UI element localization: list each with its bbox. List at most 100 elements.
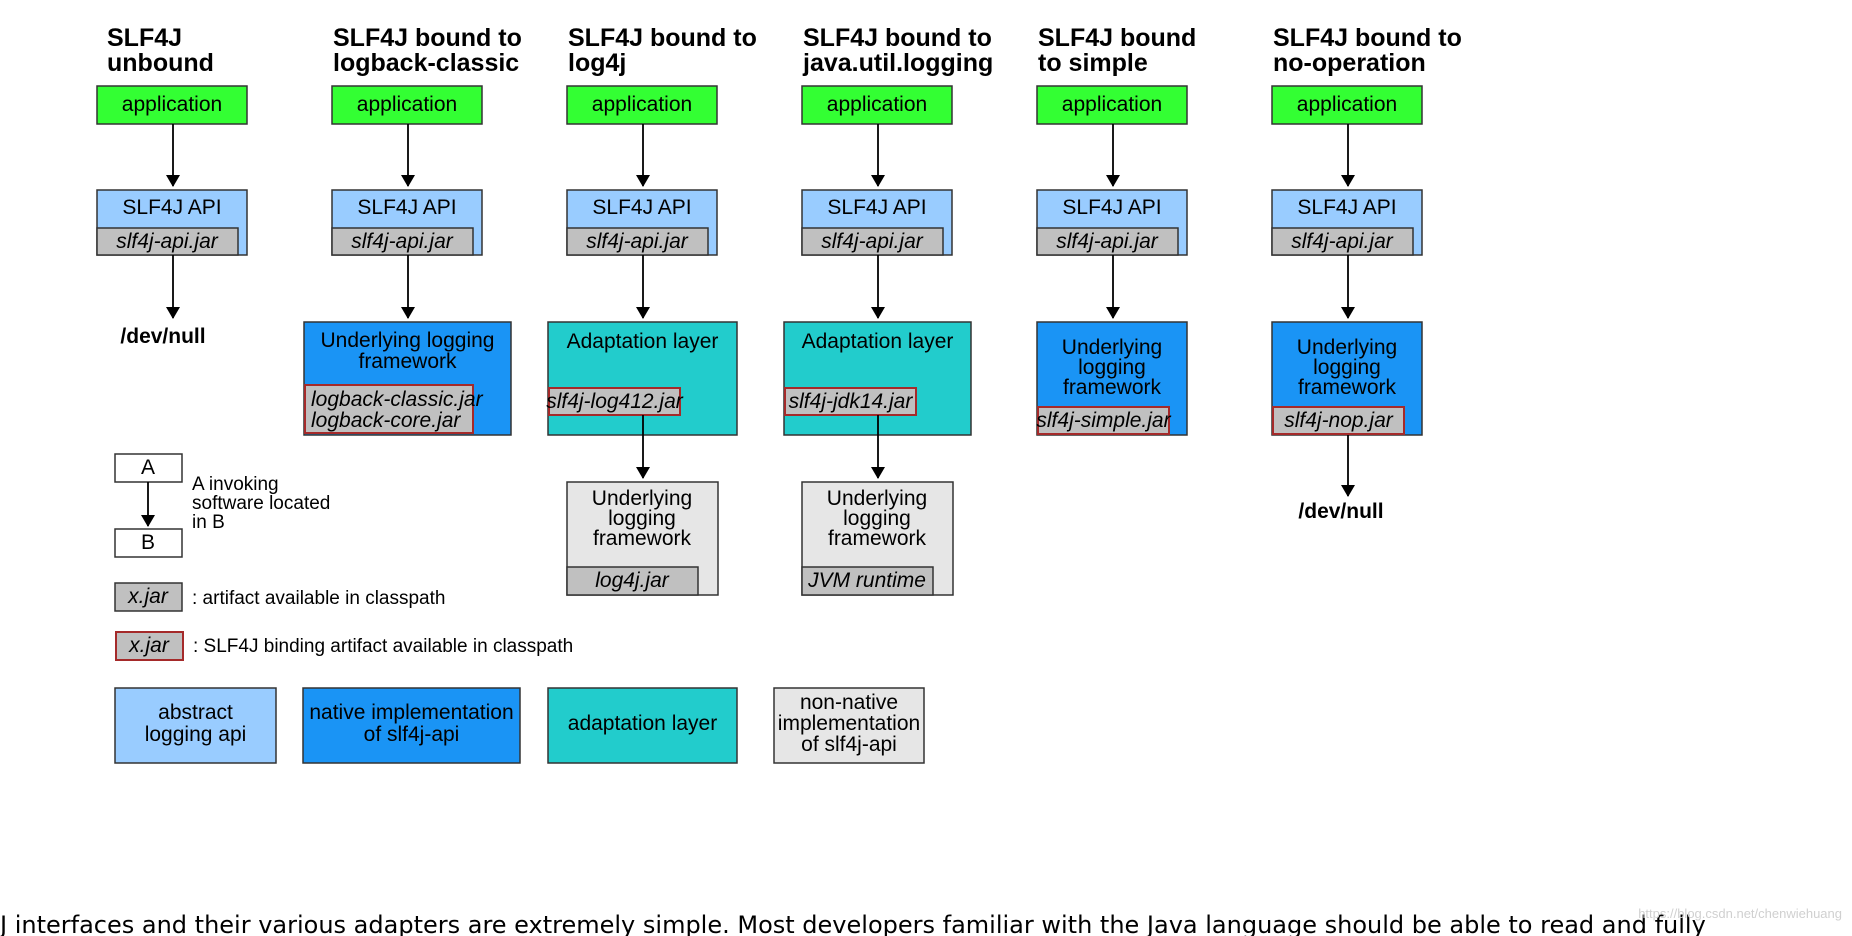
column-title-line: SLF4J	[107, 24, 182, 52]
binding-jar-label: slf4j-nop.jar	[1284, 409, 1394, 432]
binding-jar-label: logback-core.jar	[311, 409, 461, 432]
column-title-line: unbound	[107, 49, 214, 77]
application-label: application	[1062, 93, 1162, 116]
legend-swatch-label: abstract	[158, 701, 233, 724]
layer-label-line: framework	[1298, 376, 1397, 399]
legend-binding-sample	[115, 631, 184, 661]
framework-jar-label: log4j.jar	[595, 569, 670, 592]
slf4j-api-jar-label: slf4j-api.jar	[1056, 230, 1159, 253]
legend-swatch-label: of slf4j-api	[364, 723, 460, 746]
slf4j-api-jar	[331, 227, 474, 256]
framework-jar	[566, 566, 699, 596]
slf4j-api-jar	[1271, 227, 1414, 256]
layer-label-line: Underlying	[1297, 336, 1397, 359]
footer-text: J interfaces and their various adapters …	[0, 911, 1706, 936]
application-box	[1271, 85, 1423, 125]
layer-label-line: framework	[1063, 376, 1162, 399]
column-title-line: SLF4J bound to	[568, 24, 757, 52]
application-label: application	[592, 93, 692, 116]
binding-jar	[1272, 406, 1405, 435]
slf4j-api-jar	[1036, 227, 1179, 256]
legend-invoke-text: software located	[192, 493, 330, 514]
slf4j-api-label: SLF4J API	[1297, 196, 1396, 219]
legend-swatch-adaptation	[547, 687, 738, 764]
legend-box-b	[114, 528, 183, 558]
column-title-line: SLF4J bound	[1038, 24, 1196, 52]
application-box	[566, 85, 718, 125]
binding-jar-label: slf4j-log412.jar	[546, 390, 684, 413]
binding-jar	[304, 384, 474, 434]
column-4: SLF4J bound tojava.util.loggingapplicati…	[783, 24, 993, 596]
column-title-line: SLF4J bound to	[1273, 24, 1462, 52]
legend-swatch-label: of slf4j-api	[801, 733, 897, 756]
framework-label-line: framework	[828, 527, 927, 550]
application-box	[96, 85, 248, 125]
legend-swatch-label: non-native	[800, 691, 898, 714]
layer-label-line: Underlying	[1062, 336, 1162, 359]
layer-label-line: Underlying logging	[321, 329, 495, 352]
slf4j-api-jar-label: slf4j-api.jar	[821, 230, 924, 253]
application-label: application	[122, 93, 222, 116]
binding-jar	[784, 387, 917, 416]
legend-box-a-label: A	[141, 456, 155, 479]
application-box	[331, 85, 483, 125]
slf4j-api-jar-label: slf4j-api.jar	[586, 230, 689, 253]
framework-label-line: Underlying	[592, 487, 692, 510]
legend-invoke-text: in B	[192, 512, 225, 533]
dev-null-label: /dev/null	[120, 325, 205, 348]
binding-jar-label: slf4j-simple.jar	[1036, 409, 1171, 432]
binding-jar-label: slf4j-jdk14.jar	[789, 390, 914, 413]
slf4j-api-label: SLF4J API	[122, 196, 221, 219]
legend-jar-sample	[114, 582, 183, 612]
legend-binding-desc: : SLF4J binding artifact available in cl…	[193, 636, 573, 657]
column-title-line: SLF4J bound to	[333, 24, 522, 52]
dev-null-label: /dev/null	[1298, 500, 1383, 523]
application-box	[801, 85, 953, 125]
framework-jar-label: JVM runtime	[807, 569, 926, 592]
legend-swatch-abstract	[114, 687, 277, 764]
legend-swatch-label: logging api	[145, 723, 247, 746]
layer-label-line: Adaptation layer	[567, 330, 719, 353]
framework-label-line: framework	[593, 527, 692, 550]
application-label: application	[1297, 93, 1397, 116]
slf4j-api-label: SLF4J API	[827, 196, 926, 219]
slf4j-api-jar	[96, 227, 239, 256]
binding-jar	[1037, 406, 1170, 435]
column-title-line: logback-classic	[333, 49, 519, 77]
legend-swatch-native	[302, 687, 521, 764]
application-label: application	[357, 93, 457, 116]
legend-invoke-text: A invoking	[192, 474, 279, 495]
legend-swatch-non_native	[773, 687, 925, 764]
application-label: application	[827, 93, 927, 116]
slf4j-api-jar-label: slf4j-api.jar	[351, 230, 454, 253]
slf4j-api-jar	[566, 227, 709, 256]
binding-jar-label: logback-classic.jar	[311, 388, 484, 411]
framework-label-line: logging	[608, 507, 676, 530]
column-title-line: no-operation	[1273, 49, 1426, 77]
layer-label-line: framework	[358, 350, 457, 373]
binding-jar	[548, 387, 681, 416]
layer-label-line: logging	[1078, 356, 1146, 379]
slf4j-api-label: SLF4J API	[357, 196, 456, 219]
application-box	[1036, 85, 1188, 125]
legend-binding-sample-label: x.jar	[128, 634, 170, 657]
slf4j-api-jar-label: slf4j-api.jar	[1291, 230, 1394, 253]
legend-swatch-label: native implementation	[309, 701, 513, 724]
column-title-line: java.util.logging	[802, 49, 993, 77]
legend-jar-desc: : artifact available in classpath	[192, 588, 445, 609]
slf4j-api-label: SLF4J API	[1062, 196, 1161, 219]
slf4j-api-jar	[801, 227, 944, 256]
framework-label-line: Underlying	[827, 487, 927, 510]
framework-label-line: logging	[843, 507, 911, 530]
column-title-line: to simple	[1038, 49, 1148, 77]
legend-jar-sample-label: x.jar	[127, 585, 169, 608]
column-title-line: log4j	[568, 49, 626, 77]
slf4j-api-label: SLF4J API	[592, 196, 691, 219]
